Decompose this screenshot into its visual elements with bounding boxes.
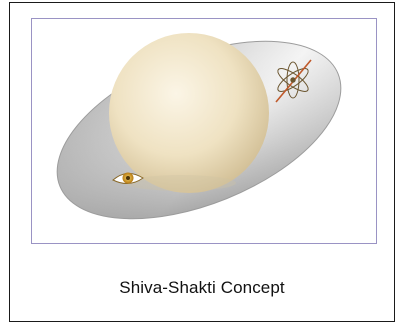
figure-caption: Shiva-Shakti Concept (9, 278, 395, 298)
sphere (109, 33, 269, 193)
shiva-shakti-illustration (31, 18, 377, 244)
